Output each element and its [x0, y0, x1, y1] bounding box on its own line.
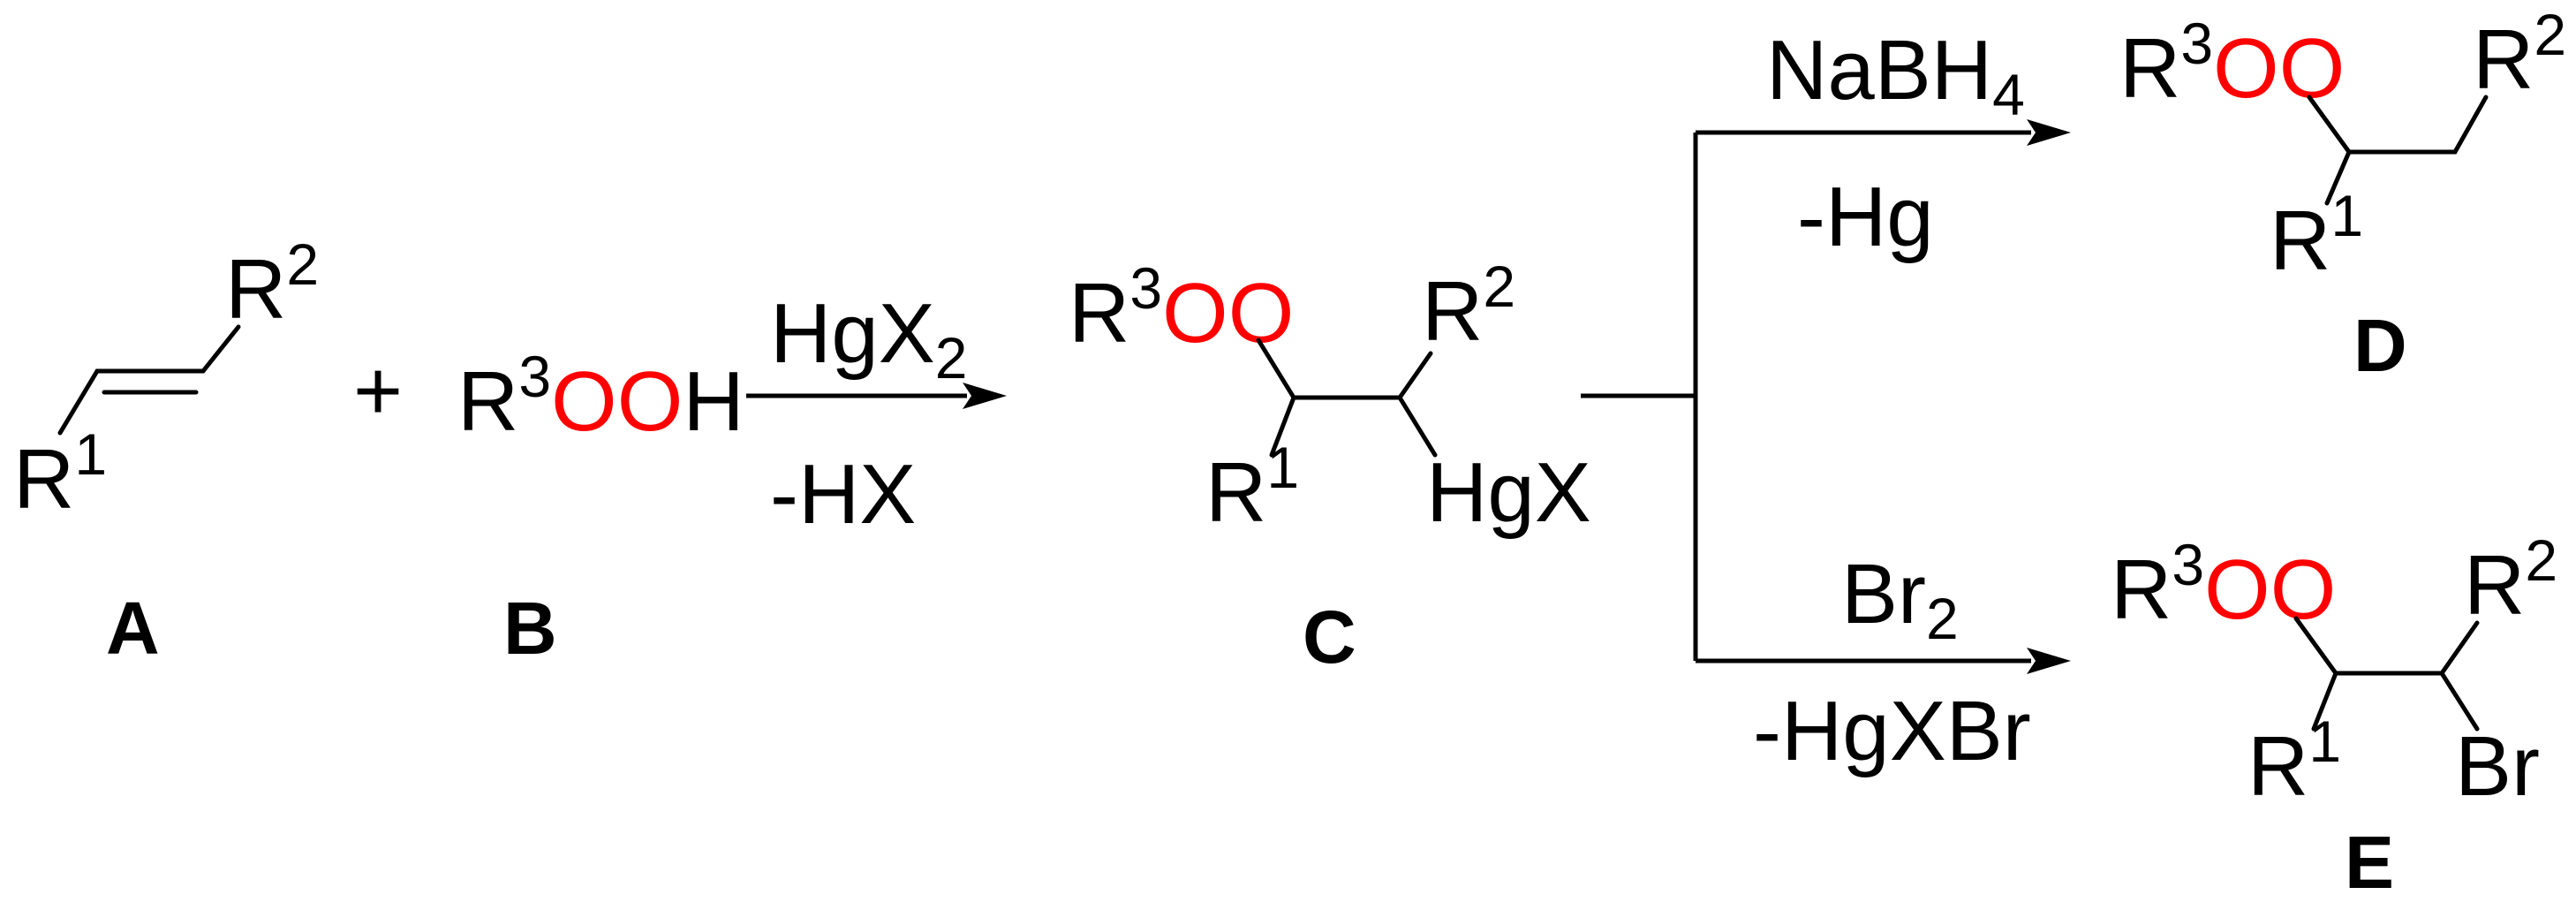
substituent-r2: R2: [2464, 527, 2557, 633]
bond: [1269, 395, 1296, 458]
bond: [2311, 671, 2338, 732]
byproduct-label: -HX: [770, 447, 916, 542]
substituent-r1: R1: [2270, 183, 2363, 288]
peroxy-group: R3OO: [2119, 11, 2345, 116]
compound-b: R3OOH B: [457, 344, 744, 670]
bond: [2324, 149, 2352, 206]
bond: [1256, 337, 1433, 400]
compound-c: R3OO R2 R1 HgX C: [1069, 254, 1591, 679]
peroxy-group: R3OO: [1069, 255, 1294, 360]
substituent-r1: R1: [1205, 435, 1299, 540]
substituent-r2: R2: [1422, 254, 1515, 359]
substituent-r2: R2: [225, 231, 319, 337]
byproduct-label: -Hg: [1797, 170, 1934, 264]
bond: [57, 324, 241, 436]
reaction-arrow-to-e: Br2 -HgXBr: [1696, 547, 2071, 778]
mercury-group: HgX: [1426, 445, 1591, 540]
arrow-head: [2027, 119, 2071, 146]
bond: [2439, 671, 2480, 732]
reagent-label: NaBH4: [1766, 23, 2025, 127]
arrow-head: [2027, 648, 2071, 674]
compound-a: R2 R1 A: [13, 231, 319, 670]
compound-label-a: A: [106, 587, 160, 670]
bond: [2293, 616, 2480, 676]
substituent-r2: R2: [2473, 2, 2566, 107]
branch-connector: [1581, 133, 1698, 661]
peroxy-group: R3OO: [2111, 532, 2336, 637]
bromo-group: Br: [2455, 719, 2540, 814]
arrow-head: [963, 383, 1007, 409]
hydroperoxide-formula: R3OOH: [457, 344, 744, 449]
compound-e: R3OO R2 R1 Br E: [2111, 527, 2557, 904]
compound-label-d: D: [2353, 304, 2407, 387]
bond: [2307, 95, 2489, 155]
compound-label-e: E: [2345, 821, 2394, 904]
compound-label-c: C: [1303, 595, 1356, 679]
substituent-r1: R1: [13, 421, 107, 527]
plus-sign: +: [353, 344, 403, 438]
reagent-label: Br2: [1841, 547, 1959, 651]
substituent-r1: R1: [2247, 709, 2341, 814]
reaction-arrow-1: HgX2 -HX: [746, 286, 1007, 542]
compound-d: R3OO R2 R1 D: [2119, 2, 2566, 387]
byproduct-label: -HgXBr: [1753, 684, 2031, 778]
reagent-label: HgX2: [770, 286, 967, 391]
compound-label-b: B: [503, 587, 557, 670]
reaction-arrow-to-d: NaBH4 -Hg: [1696, 23, 2071, 264]
bond: [1397, 395, 1438, 458]
